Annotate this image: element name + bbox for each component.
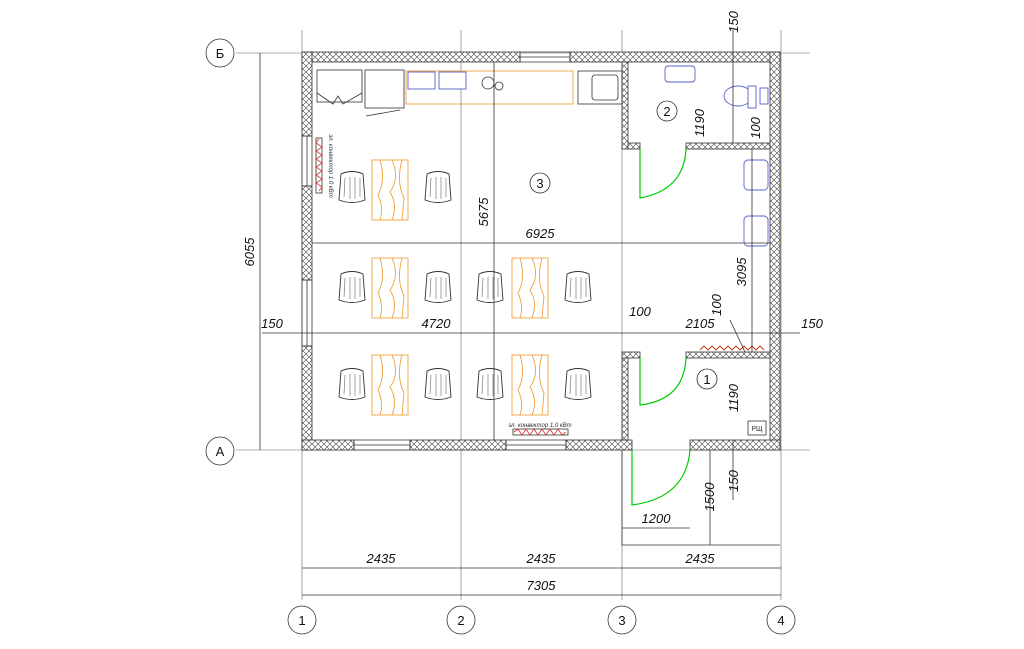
svg-text:А: А <box>216 444 225 459</box>
svg-text:Б: Б <box>216 46 225 61</box>
svg-text:1500: 1500 <box>702 482 717 512</box>
heater-room1 <box>699 345 765 351</box>
svg-text:6055: 6055 <box>242 237 257 267</box>
svg-text:6925: 6925 <box>526 226 556 241</box>
svg-text:РЩ: РЩ <box>751 426 763 433</box>
electrical-panel: РЩ <box>747 420 767 436</box>
dining-furniture <box>338 159 592 416</box>
svg-text:100: 100 <box>748 116 763 138</box>
svg-text:1190: 1190 <box>726 383 741 412</box>
dimension-texts: 6055 5675 6925 4720 2105 150 150 100 100… <box>242 10 824 593</box>
svg-text:3: 3 <box>536 176 543 191</box>
svg-text:4720: 4720 <box>422 316 452 331</box>
svg-text:1200: 1200 <box>642 511 672 526</box>
axis-row-a: А <box>205 436 235 466</box>
room-2-label: 2 <box>656 100 678 122</box>
svg-text:150: 150 <box>726 10 741 32</box>
svg-text:1: 1 <box>298 613 305 628</box>
svg-text:2435: 2435 <box>685 551 716 566</box>
svg-text:2: 2 <box>663 104 670 119</box>
svg-text:1190: 1190 <box>692 108 707 137</box>
axis-col-4: 4 <box>766 605 796 635</box>
room-3-label: 3 <box>529 172 551 194</box>
svg-text:7305: 7305 <box>527 578 557 593</box>
svg-text:3: 3 <box>618 613 625 628</box>
svg-text:4: 4 <box>777 613 784 628</box>
svg-text:150: 150 <box>261 316 283 331</box>
doors <box>631 148 691 506</box>
axis-col-3: 3 <box>607 605 637 635</box>
axis-col-2: 2 <box>446 605 476 635</box>
svg-text:2435: 2435 <box>526 551 557 566</box>
svg-text:100: 100 <box>709 293 724 315</box>
heater-left: эл. конвектор 1.0 кВт <box>315 134 333 198</box>
walls <box>301 51 781 451</box>
svg-text:эл. конвектор 1.0 кВт: эл. конвектор 1.0 кВт <box>508 423 571 429</box>
plumbing <box>664 65 769 247</box>
svg-text:150: 150 <box>801 316 823 331</box>
porch-outline <box>621 450 780 546</box>
kitchen-equipment <box>316 69 623 117</box>
dimension-lines <box>259 30 800 596</box>
svg-text:1: 1 <box>703 372 710 387</box>
room-1-label: 1 <box>696 368 718 390</box>
svg-text:100: 100 <box>629 304 651 319</box>
heater-bottom: эл. конвектор 1.0 кВт <box>508 423 572 436</box>
axis-col-1: 1 <box>287 605 317 635</box>
svg-text:2: 2 <box>457 613 464 628</box>
svg-text:5675: 5675 <box>476 197 491 227</box>
windows <box>301 51 571 451</box>
svg-text:3095: 3095 <box>734 257 749 287</box>
svg-text:2435: 2435 <box>366 551 397 566</box>
svg-text:150: 150 <box>726 469 741 491</box>
axis-row-b: Б <box>205 38 235 68</box>
svg-text:эл. конвектор 1.0 кВт: эл. конвектор 1.0 кВт <box>327 134 333 197</box>
svg-text:2105: 2105 <box>685 316 716 331</box>
